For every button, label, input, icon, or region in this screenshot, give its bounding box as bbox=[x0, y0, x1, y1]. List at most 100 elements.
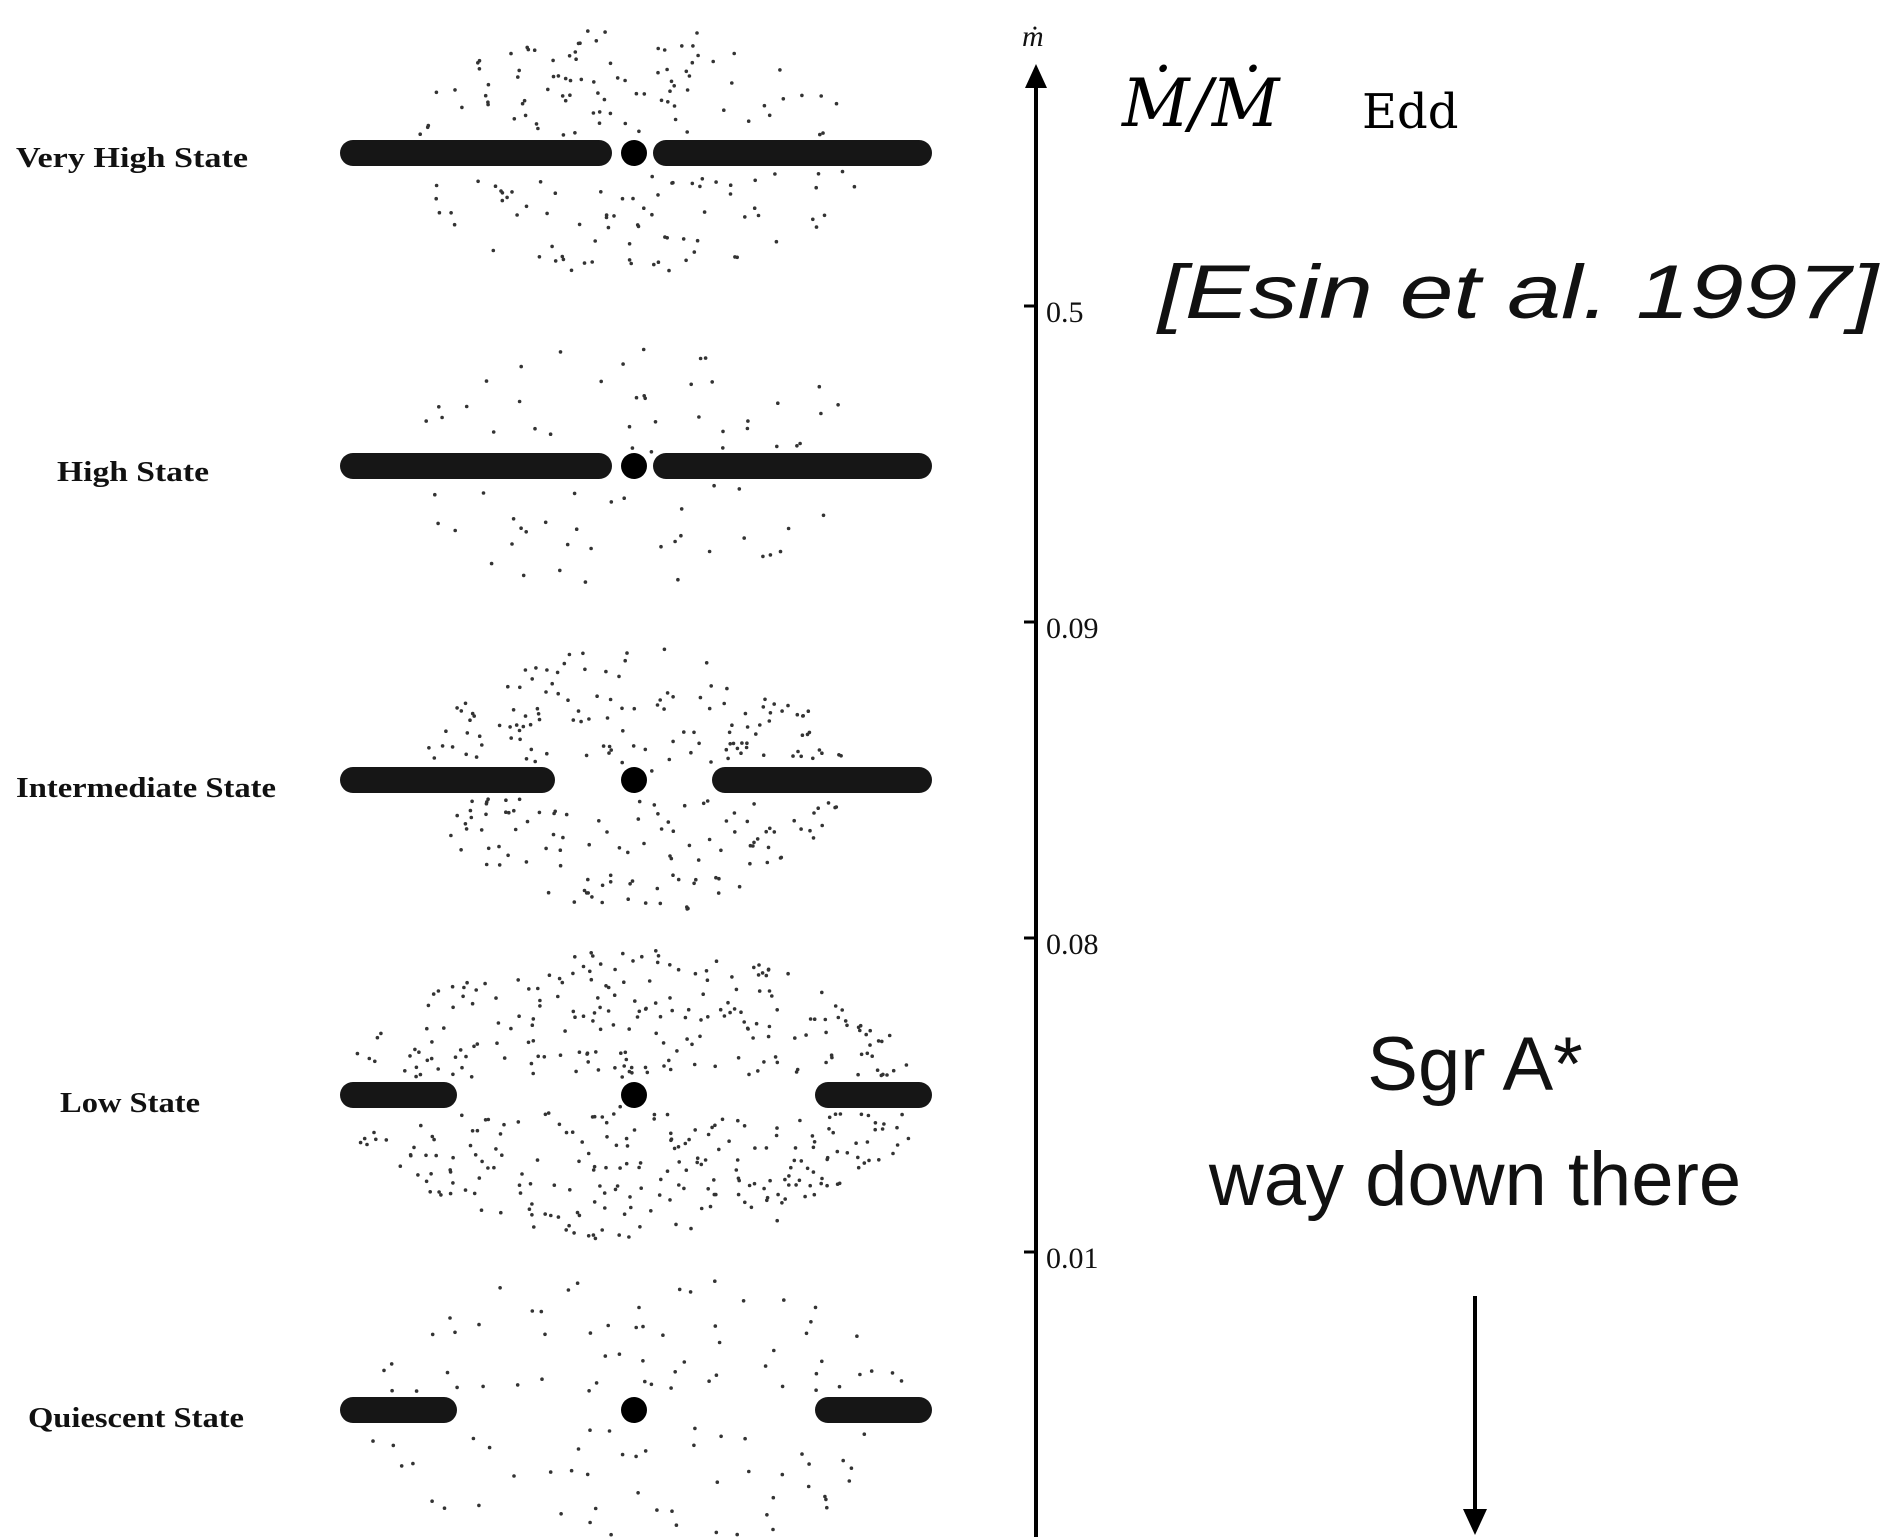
corona-dot bbox=[567, 652, 572, 657]
corona-dot bbox=[603, 1354, 608, 1358]
corona-dot bbox=[692, 1062, 697, 1067]
corona-dot bbox=[517, 797, 522, 802]
corona-dot bbox=[577, 222, 582, 227]
corona-dot bbox=[867, 1158, 871, 1163]
thin-disk-left bbox=[340, 1397, 457, 1423]
corona-dot bbox=[507, 810, 511, 815]
corona-dot bbox=[550, 681, 554, 686]
corona-dot bbox=[764, 829, 768, 834]
corona-dot bbox=[486, 100, 490, 104]
corona-dot bbox=[495, 1041, 499, 1045]
corona-dot bbox=[430, 1040, 434, 1044]
corona-dot bbox=[906, 1136, 911, 1141]
annotation-line-2: way down there bbox=[1208, 1137, 1741, 1222]
corona-dot bbox=[814, 185, 818, 190]
corona-dot bbox=[734, 1168, 739, 1172]
corona-dot bbox=[880, 1127, 885, 1131]
corona-dot bbox=[430, 1499, 434, 1503]
corona-dot bbox=[577, 1159, 581, 1164]
corona-dot bbox=[827, 1127, 831, 1131]
corona-dot bbox=[622, 1212, 627, 1216]
corona-dot bbox=[703, 356, 708, 360]
corona-dot bbox=[666, 820, 671, 824]
corona-dot bbox=[573, 50, 578, 54]
corona-dot bbox=[679, 507, 684, 511]
thin-disk-left bbox=[340, 767, 555, 793]
state-label-very-high: Very High State bbox=[16, 143, 248, 174]
corona-dot bbox=[681, 237, 686, 241]
corona-dot bbox=[464, 1054, 468, 1059]
corona-dot bbox=[605, 1135, 609, 1139]
corona-dot bbox=[824, 1497, 828, 1502]
corona-dot bbox=[509, 736, 513, 740]
corona-dot bbox=[791, 754, 795, 758]
corona-dot bbox=[529, 747, 534, 752]
corona-dot bbox=[622, 1064, 626, 1068]
corona-dot bbox=[776, 401, 780, 406]
corona-dot bbox=[838, 1112, 843, 1116]
corona-dot bbox=[561, 835, 565, 840]
corona-dot bbox=[480, 1159, 484, 1164]
eddington-ratio-equation: Ṁ/Ṁ Edd bbox=[1121, 65, 1459, 142]
corona-dot bbox=[634, 1454, 638, 1459]
corona-dot bbox=[570, 1130, 575, 1134]
corona-dot bbox=[858, 1028, 862, 1033]
corona-dot bbox=[787, 1174, 791, 1178]
corona-dot bbox=[625, 651, 629, 655]
corona-dot bbox=[814, 1371, 819, 1376]
corona-dot bbox=[481, 1384, 485, 1389]
corona-dot bbox=[563, 98, 568, 103]
corona-dot bbox=[429, 1172, 433, 1176]
corona-dot bbox=[588, 1331, 593, 1335]
corona-dot bbox=[705, 978, 710, 982]
corona-dot bbox=[529, 1061, 534, 1066]
corona-dot bbox=[652, 1117, 656, 1121]
corona-dot bbox=[837, 753, 841, 757]
corona-dot bbox=[635, 1015, 640, 1019]
corona-dot bbox=[514, 723, 519, 727]
thin-disk-right bbox=[712, 767, 932, 793]
corona-dot bbox=[453, 1055, 458, 1059]
corona-dot bbox=[606, 1009, 611, 1013]
corona-dot bbox=[497, 844, 501, 849]
corona-dot bbox=[662, 707, 666, 711]
corona-dot bbox=[577, 1050, 582, 1054]
corona-dot bbox=[596, 996, 600, 1000]
corona-dot bbox=[524, 860, 529, 864]
corona-dot bbox=[821, 513, 826, 518]
corona-dot bbox=[481, 491, 486, 495]
corona-dot bbox=[658, 698, 662, 702]
black-hole bbox=[621, 453, 647, 479]
corona-dot bbox=[455, 706, 459, 710]
corona-dot bbox=[559, 1512, 563, 1516]
corona-dot bbox=[512, 1474, 516, 1478]
corona-dot bbox=[517, 68, 521, 73]
corona-dot bbox=[713, 1324, 718, 1328]
corona-dot bbox=[636, 1491, 640, 1495]
corona-dot bbox=[491, 430, 496, 434]
corona-dot bbox=[705, 799, 710, 803]
corona-dot bbox=[670, 1509, 674, 1513]
corona-dot bbox=[698, 695, 703, 700]
corona-dot bbox=[499, 1210, 503, 1215]
corona-dot bbox=[550, 244, 554, 249]
corona-dot bbox=[486, 1117, 491, 1122]
corona-dot bbox=[772, 830, 777, 834]
corona-dot bbox=[780, 1384, 785, 1389]
corona-dot bbox=[416, 1173, 420, 1177]
corona-dot bbox=[608, 697, 613, 702]
corona-dot bbox=[575, 1210, 580, 1215]
corona-dot bbox=[900, 1112, 904, 1117]
corona-dot bbox=[565, 542, 570, 547]
corona-dot bbox=[875, 1068, 880, 1072]
corona-dot bbox=[434, 90, 439, 95]
corona-dot bbox=[658, 1014, 663, 1019]
corona-dot bbox=[706, 1187, 710, 1191]
corona-dot bbox=[756, 1069, 760, 1073]
corona-dot bbox=[847, 1479, 852, 1483]
corona-dot bbox=[783, 1197, 787, 1201]
corona-dot bbox=[672, 1146, 677, 1151]
corona-dot bbox=[631, 196, 635, 201]
corona-dot bbox=[697, 415, 701, 419]
corona-dot bbox=[544, 690, 548, 694]
